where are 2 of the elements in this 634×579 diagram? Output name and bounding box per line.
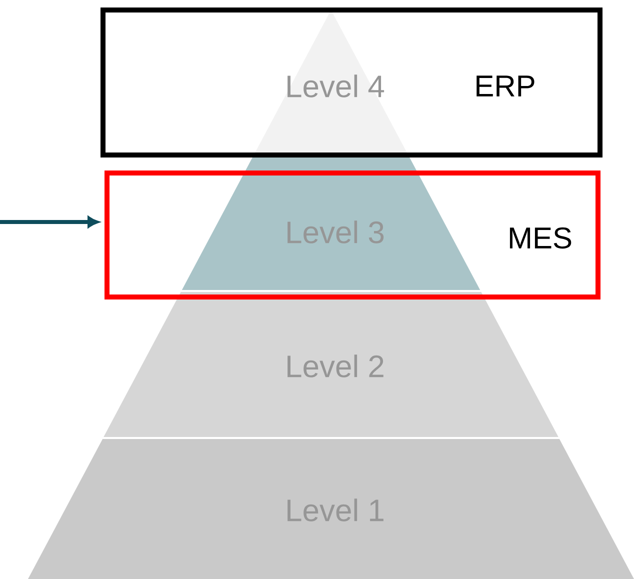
pyramid-level: Level 2 [104,292,558,437]
arrow [0,216,98,228]
